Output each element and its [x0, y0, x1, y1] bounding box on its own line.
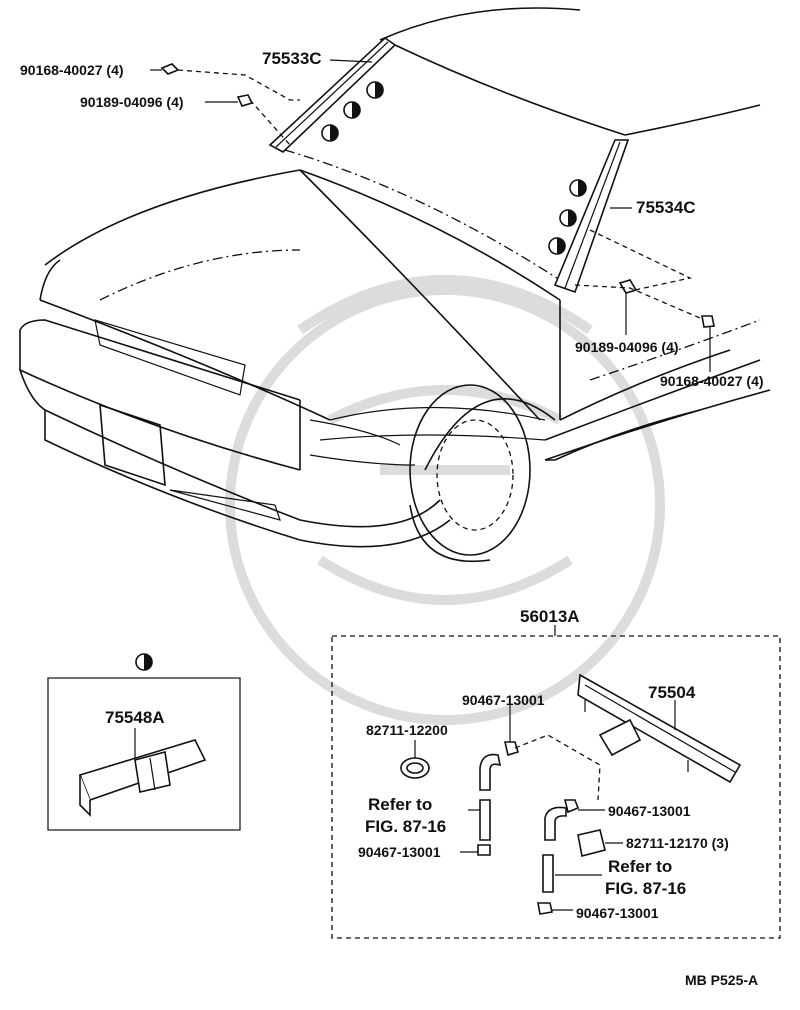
label-90467-b: 90467-13001 [608, 803, 691, 819]
watermark [225, 275, 665, 725]
label-refer-2-line1: Refer to [608, 857, 672, 876]
label-75534c: 75534C [636, 198, 696, 217]
pillar-moulding-75534c [548, 139, 632, 294]
label-90168-right: 90168-40027 (4) [660, 373, 764, 389]
label-90189-top: 90189-04096 (4) [80, 94, 184, 110]
label-75533c: 75533C [262, 49, 322, 68]
label-75548a: 75548A [105, 708, 165, 727]
label-refer-1-line2: FIG. 87-16 [365, 817, 446, 836]
fastener-group-top [150, 63, 300, 146]
pillar-moulding-75533c [268, 36, 397, 153]
fastener-group-right [574, 229, 715, 372]
label-82711-12200: 82711-12200 [366, 722, 448, 738]
label-refer-1-line1: Refer to [368, 795, 432, 814]
label-90168-top: 90168-40027 (4) [20, 62, 124, 78]
label-90467-d: 90467-13001 [576, 905, 659, 921]
footer-code: MB P525-A [685, 972, 758, 988]
label-90467-c: 90467-13001 [358, 844, 441, 860]
label-82711-12170: 82711-12170 (3) [626, 835, 729, 851]
label-refer-2-line2: FIG. 87-16 [605, 879, 686, 898]
label-90467-a: 90467-13001 [462, 692, 545, 708]
label-75504: 75504 [648, 683, 696, 702]
car-front-outline [19, 7, 771, 563]
label-56013a: 56013A [520, 607, 580, 626]
detail-box-56013a [331, 625, 781, 939]
label-90189-right: 90189-04096 (4) [575, 339, 679, 355]
detail-box-75548a [47, 653, 241, 831]
